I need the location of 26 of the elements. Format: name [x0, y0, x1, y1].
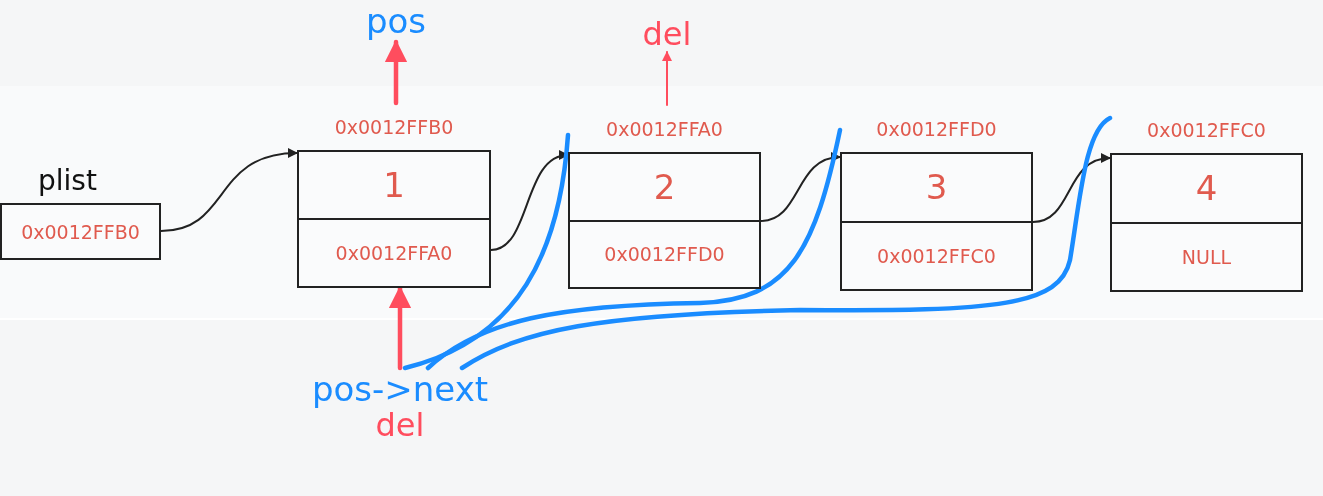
annotation-text: del [642, 17, 692, 53]
annotation-text: pos->next [311, 370, 489, 409]
next-pointer: NULL [1181, 245, 1232, 268]
pen-stroke [459, 115, 1113, 371]
next-pointer: 0x0012FFC0 [877, 244, 996, 267]
pen-stroke [425, 127, 843, 371]
pointer-value: 0x0012FFB0 [21, 220, 140, 243]
node-address: 0x0012FFD0 [876, 117, 997, 140]
arrow [760, 153, 841, 222]
node-address: 0x0012FFC0 [1147, 118, 1266, 141]
data-value: 4 [1195, 168, 1218, 209]
next-pointer: 0x0012FFD0 [604, 243, 725, 266]
arrow [384, 39, 408, 106]
data-value: 1 [383, 165, 405, 205]
arrow [160, 148, 298, 232]
annotation-text: pos [365, 3, 427, 41]
data-value: 2 [653, 166, 676, 207]
node-address: 0x0012FFB0 [334, 115, 454, 138]
data-value: 3 [925, 167, 948, 208]
arrow [662, 51, 672, 106]
annotation-text: del [375, 408, 425, 444]
pen-stroke [402, 132, 571, 371]
next-pointer: 0x0012FFA0 [335, 242, 453, 264]
arrow [1032, 154, 1111, 223]
node-address: 0x0012FFA0 [606, 117, 723, 140]
variable-name: plist [38, 164, 97, 197]
